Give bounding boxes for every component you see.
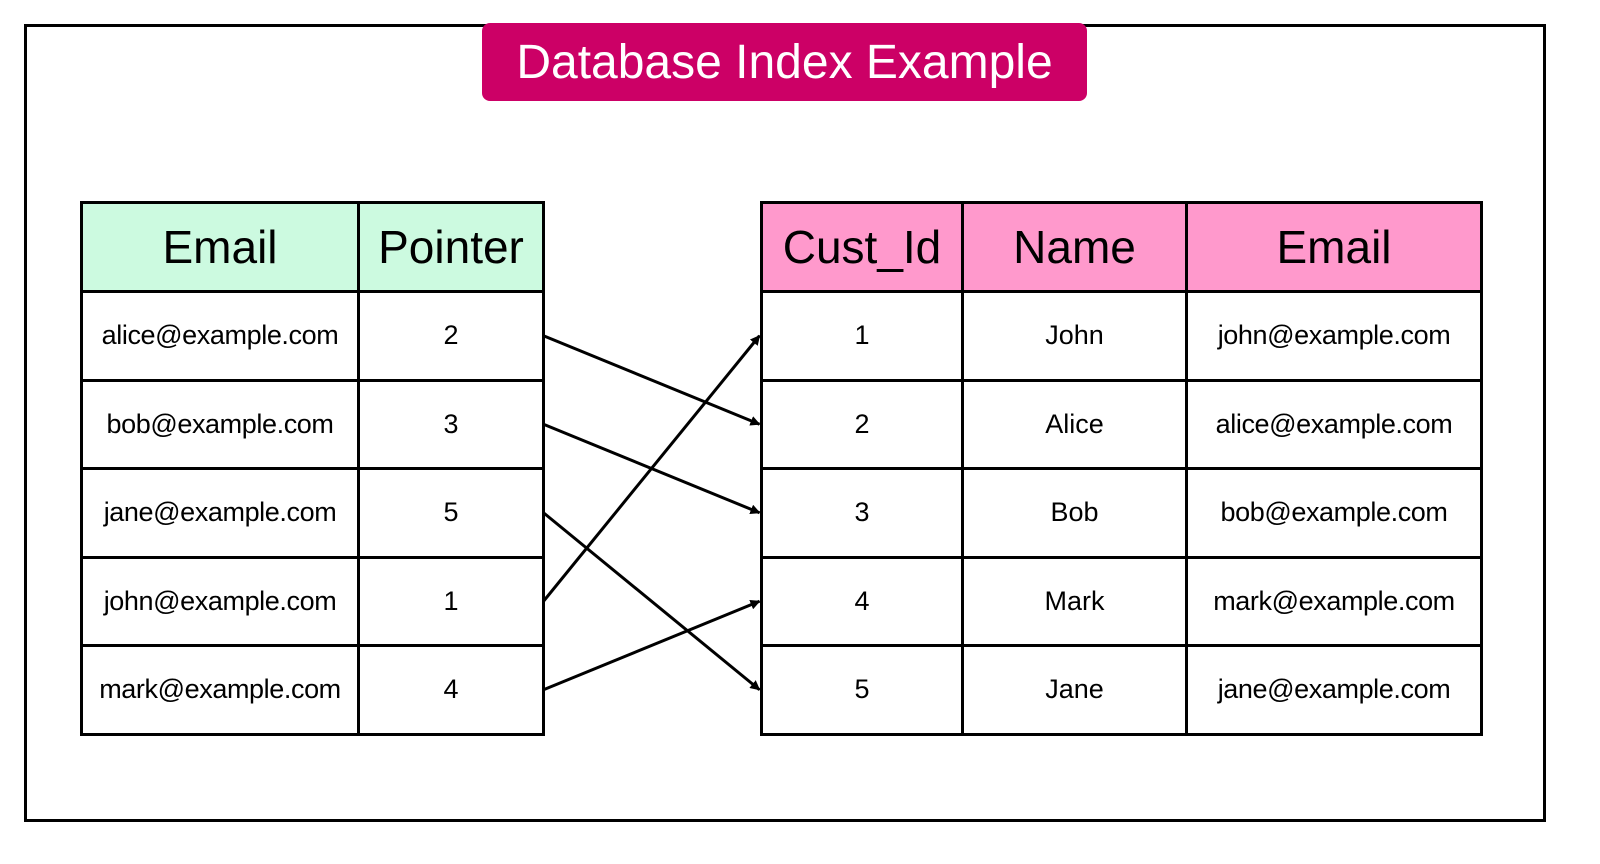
index-email-cell: alice@example.com xyxy=(80,290,360,382)
index-row: jane@example.com 5 xyxy=(80,467,545,559)
customer-name-cell: Mark xyxy=(961,555,1188,647)
customer-id-cell: 1 xyxy=(760,290,964,382)
index-header-row: Email Pointer xyxy=(80,201,545,293)
index-pointer-cell: 5 xyxy=(357,467,545,559)
customer-row: 4 Mark mark@example.com xyxy=(760,555,1483,647)
index-email-cell: mark@example.com xyxy=(80,644,360,736)
customer-email-cell: bob@example.com xyxy=(1185,467,1483,559)
customer-row: 2 Alice alice@example.com xyxy=(760,378,1483,470)
customer-id-cell: 4 xyxy=(760,555,964,647)
customer-email-cell: jane@example.com xyxy=(1185,644,1483,736)
customer-name-cell: Jane xyxy=(961,644,1188,736)
customer-header-email: Email xyxy=(1185,201,1483,293)
customer-header-name: Name xyxy=(961,201,1188,293)
customer-table: Cust_Id Name Email 1 John john@example.c… xyxy=(760,201,1483,736)
index-email-cell: john@example.com xyxy=(80,555,360,647)
index-email-cell: bob@example.com xyxy=(80,378,360,470)
customer-header-cust-id: Cust_Id xyxy=(760,201,964,293)
customer-header-row: Cust_Id Name Email xyxy=(760,201,1483,293)
customer-id-cell: 3 xyxy=(760,467,964,559)
index-pointer-cell: 1 xyxy=(357,555,545,647)
customer-row: 1 John john@example.com xyxy=(760,290,1483,382)
customer-email-cell: mark@example.com xyxy=(1185,555,1483,647)
customer-name-cell: Bob xyxy=(961,467,1188,559)
diagram-title: Database Index Example xyxy=(482,23,1087,101)
customer-name-cell: John xyxy=(961,290,1188,382)
customer-name-cell: Alice xyxy=(961,378,1188,470)
index-header-email: Email xyxy=(80,201,360,293)
index-pointer-cell: 2 xyxy=(357,290,545,382)
customer-row: 3 Bob bob@example.com xyxy=(760,467,1483,559)
customer-row: 5 Jane jane@example.com xyxy=(760,644,1483,736)
customer-id-cell: 2 xyxy=(760,378,964,470)
index-row: mark@example.com 4 xyxy=(80,644,545,736)
index-row: bob@example.com 3 xyxy=(80,378,545,470)
customer-email-cell: john@example.com xyxy=(1185,290,1483,382)
index-row: alice@example.com 2 xyxy=(80,290,545,382)
index-row: john@example.com 1 xyxy=(80,555,545,647)
index-pointer-cell: 4 xyxy=(357,644,545,736)
index-email-cell: jane@example.com xyxy=(80,467,360,559)
index-pointer-cell: 3 xyxy=(357,378,545,470)
index-table: Email Pointer alice@example.com 2 bob@ex… xyxy=(80,201,545,736)
index-header-pointer: Pointer xyxy=(357,201,545,293)
customer-email-cell: alice@example.com xyxy=(1185,378,1483,470)
customer-id-cell: 5 xyxy=(760,644,964,736)
